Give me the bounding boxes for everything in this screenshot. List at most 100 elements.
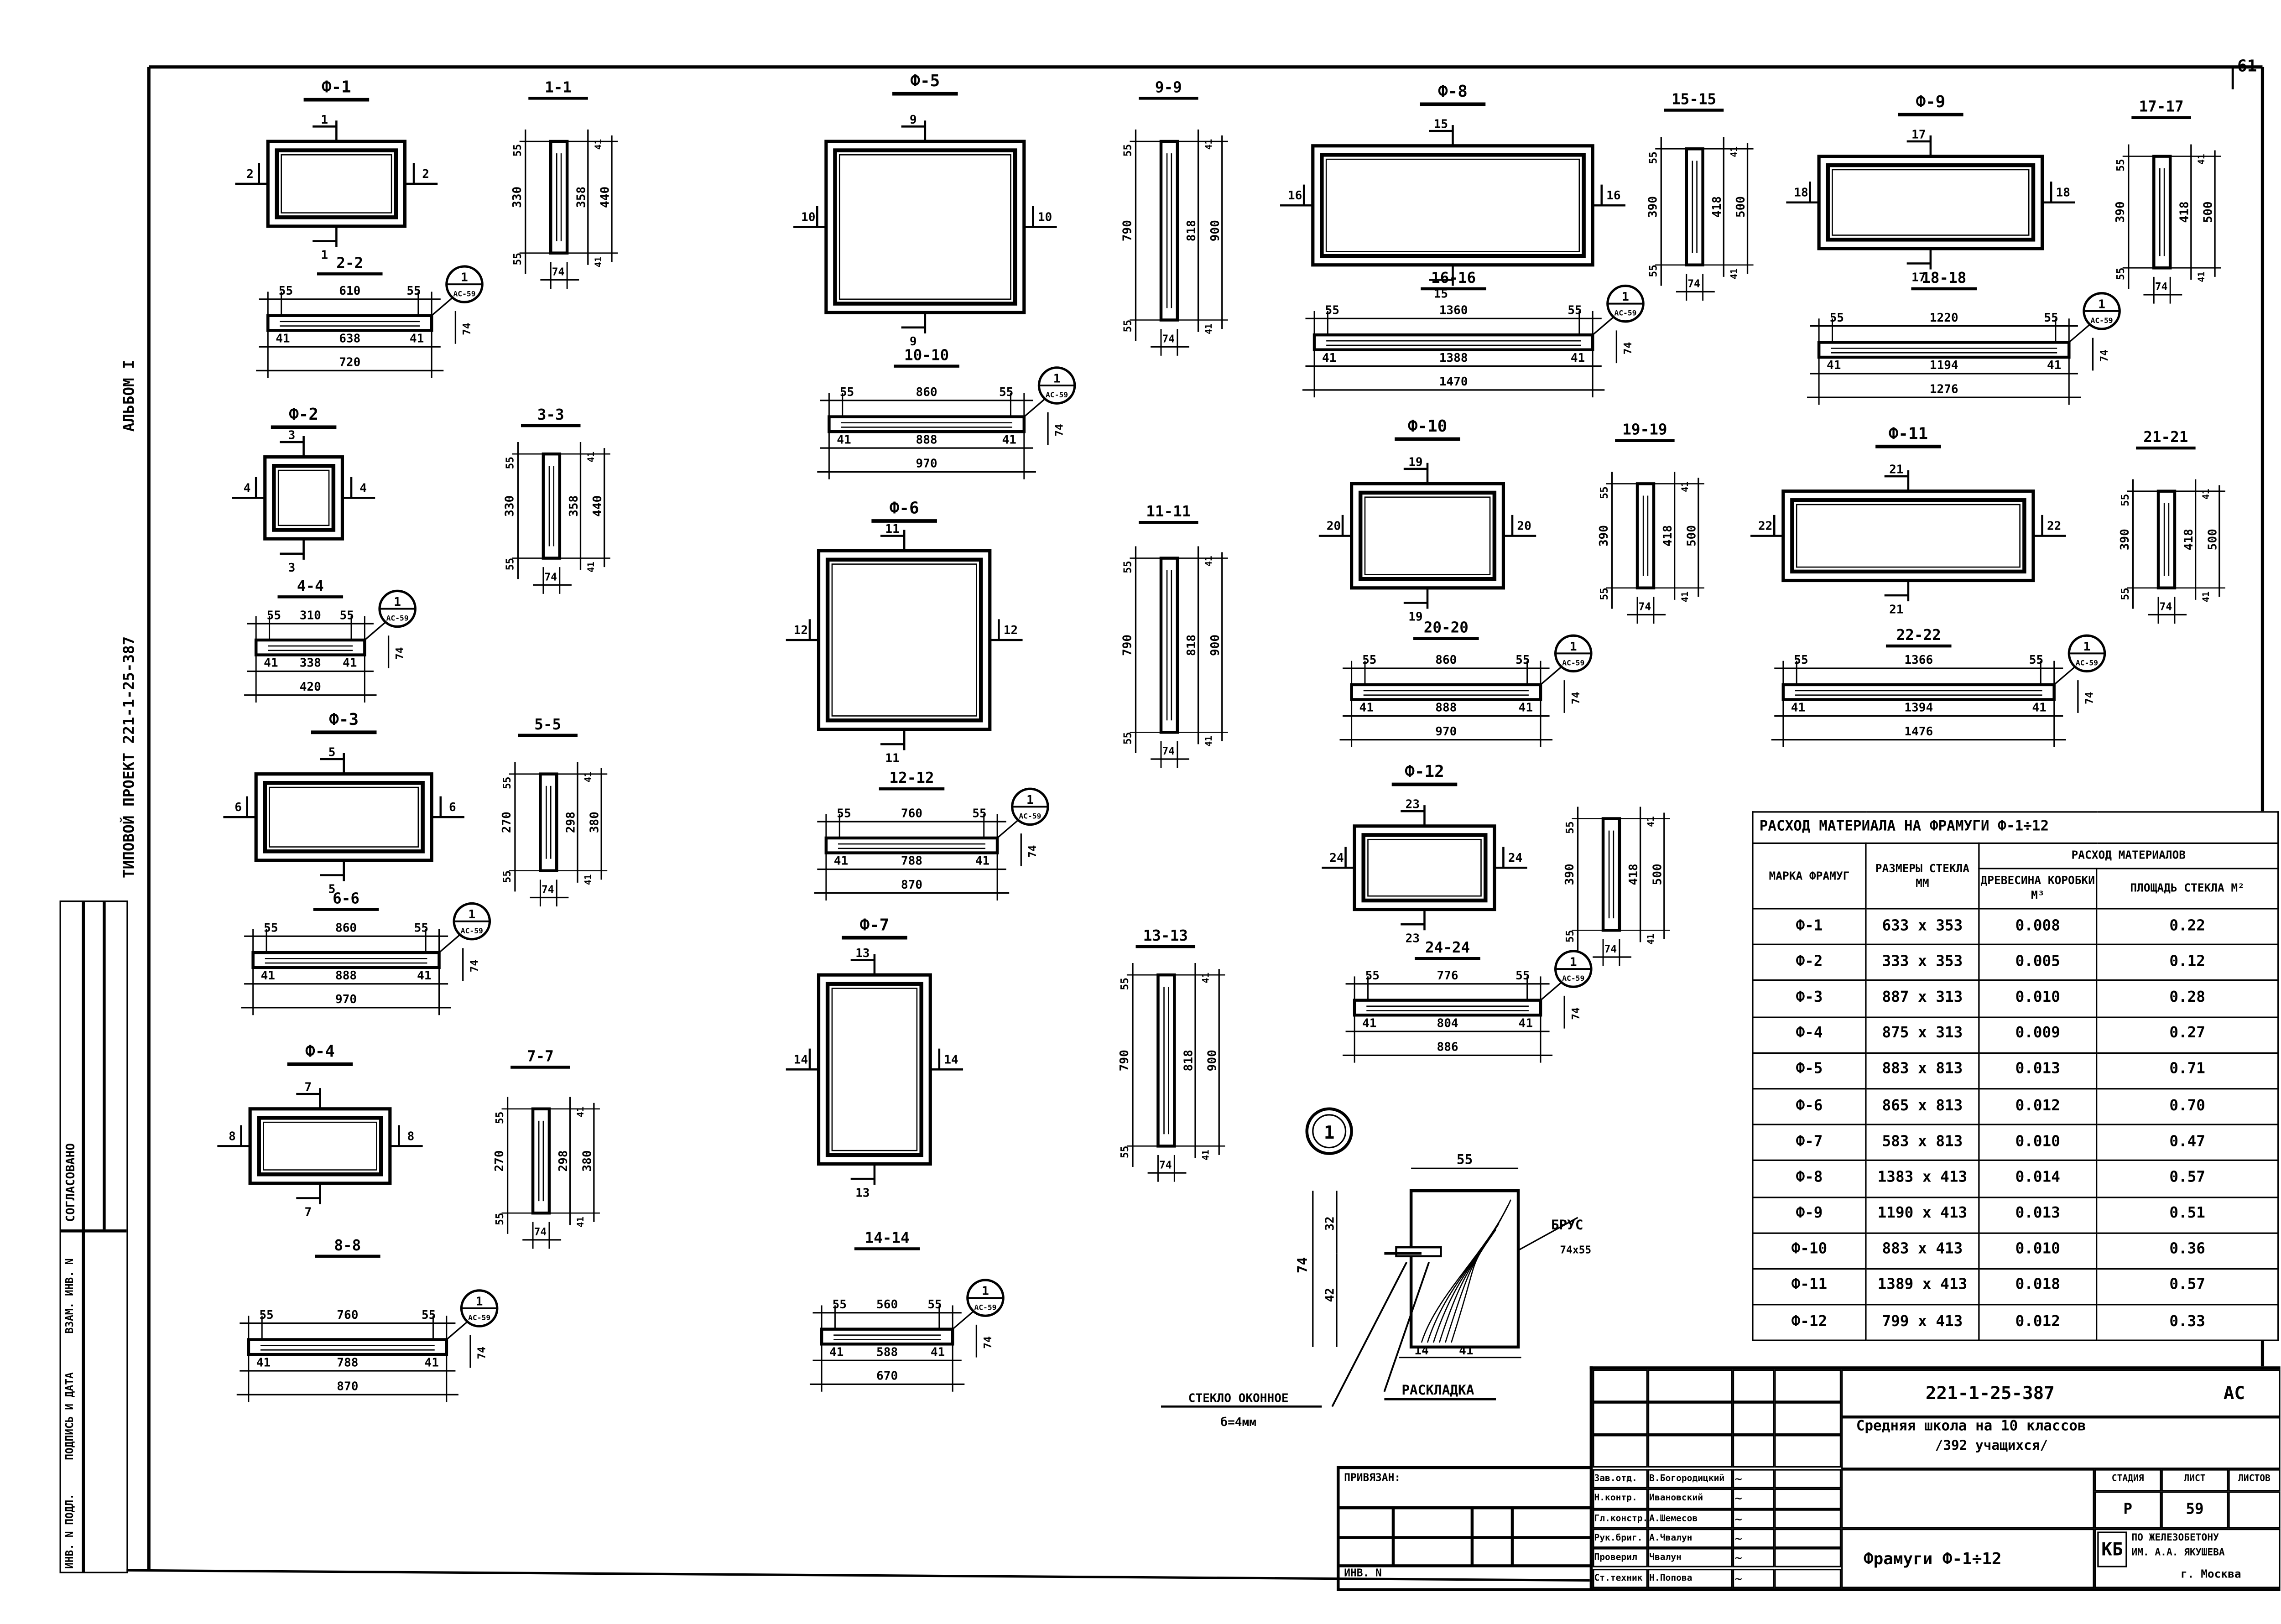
elevation-title: Ф-6 <box>890 499 919 518</box>
section-mark-right: 8 <box>407 1130 415 1143</box>
callout-sheet: АС-59 <box>1614 309 1636 318</box>
callout-number: 1 <box>394 595 401 609</box>
dim-depth: 74 <box>469 960 480 973</box>
dim-depth: 74 <box>1054 424 1066 437</box>
dim-depth: 74 <box>476 1347 488 1359</box>
date-cell <box>1774 1509 1842 1529</box>
dim-right-top: 41 <box>1729 146 1739 157</box>
glass-opening <box>1790 498 2026 574</box>
dim-right-center: 818 <box>1185 220 1198 241</box>
cell-area: 0.12 <box>2096 944 2279 982</box>
organization-city: г. Москва <box>2181 1567 2241 1581</box>
section-mark-top: 9 <box>910 113 917 127</box>
date-cell <box>1774 1568 1842 1588</box>
section-profile <box>1635 482 1656 590</box>
dim-bottom-center: 888 <box>1435 701 1457 715</box>
dim-total: 380 <box>588 812 602 833</box>
wood-grain <box>1450 1229 1497 1343</box>
cell-mark: Ф-9 <box>1752 1196 1867 1234</box>
dim-top-left: 55 <box>1794 653 1808 667</box>
dim-bottom-right: 41 <box>1571 351 1585 365</box>
dim-total: 1276 <box>1930 382 1958 396</box>
glazing-bead <box>263 1121 377 1171</box>
signature-name: А.Чвалун <box>1647 1528 1733 1548</box>
dim-depth: 74 <box>1639 601 1651 613</box>
dim-top-left: 55 <box>1362 653 1376 667</box>
section-mark-right: 14 <box>944 1053 958 1067</box>
section-mark-bottom: 13 <box>855 1186 870 1200</box>
dim-total: 870 <box>901 878 922 892</box>
dim-left-center: 790 <box>1118 1050 1131 1071</box>
dim-depth: 74 <box>534 1226 547 1238</box>
blank-cell <box>1732 1402 1775 1435</box>
dim-left-top: 55 <box>1647 151 1659 164</box>
date-cell <box>1774 1489 1842 1509</box>
dim-depth: 74 <box>1687 278 1700 290</box>
section-mark-right: 22 <box>2047 520 2061 533</box>
cell-glass-size: 1190 х 413 <box>1865 1196 1980 1234</box>
cell-glass-size: 583 х 813 <box>1865 1124 1980 1162</box>
dim-right-top: 41 <box>1680 481 1690 492</box>
section-profile <box>1312 333 1594 352</box>
dim-top-left: 55 <box>259 1308 273 1322</box>
dim-top-center: 1360 <box>1439 303 1468 317</box>
cell-area: 0.71 <box>2096 1051 2279 1090</box>
cell-area: 0.33 <box>2096 1304 2279 1342</box>
dim-top-center: 760 <box>337 1308 358 1322</box>
glazing-bead <box>831 563 977 717</box>
section-mark-top: 21 <box>1889 463 1903 477</box>
project-label: ТИПОВОЙ ПРОЕКТ 221-1-25-387 <box>122 636 139 879</box>
dim-top-right: 55 <box>1515 969 1530 983</box>
signature-role: Гл.констр. <box>1593 1509 1648 1529</box>
section-mark-top: 23 <box>1406 798 1420 812</box>
signature-role: Ст.техник <box>1593 1568 1648 1588</box>
dim-depth: 74 <box>982 1336 994 1349</box>
section-profile <box>2156 489 2177 590</box>
cell-mark: Ф-10 <box>1752 1232 1867 1270</box>
section-title: 20-20 <box>1424 619 1469 636</box>
dim-right-bottom: 41 <box>1203 736 1214 747</box>
dim-right-top: 41 <box>2201 489 2211 500</box>
section-title: 1-1 <box>545 78 572 96</box>
cell-mark: Ф-7 <box>1752 1124 1867 1162</box>
blank-cell <box>1647 1402 1733 1435</box>
dim-right-top: 41 <box>2196 154 2207 165</box>
stamp-replaced-inv: ВЗАМ. ИНВ. N <box>64 1258 76 1334</box>
dim-left-center: 790 <box>1121 635 1135 656</box>
dim-depth: 74 <box>461 323 473 335</box>
section-mark-right: 12 <box>1004 624 1018 637</box>
blank-cell <box>1732 1369 1775 1402</box>
detail-marker-ring <box>1312 1114 1347 1149</box>
cell-mark: Ф-2 <box>1752 944 1867 982</box>
dim-top-right: 55 <box>2029 653 2043 667</box>
section-mark-right: 16 <box>1606 189 1620 203</box>
dim-top-left: 55 <box>1365 969 1380 983</box>
dim-left-top: 55 <box>1599 486 1610 499</box>
dim-total: 900 <box>1208 220 1222 241</box>
dim-depth: 74 <box>552 266 565 278</box>
frame-outline <box>266 140 407 228</box>
dim-width-right: 41 <box>1459 1344 1473 1358</box>
section-mark-top: 11 <box>885 522 899 536</box>
section-title: 24-24 <box>1425 939 1470 956</box>
section-mark-bottom: 1 <box>321 249 328 262</box>
cell-wood: 0.013 <box>1978 1051 2098 1090</box>
date-cell <box>1774 1528 1842 1548</box>
dim-total: 1476 <box>1904 725 1933 739</box>
blank-cell <box>1774 1435 1842 1468</box>
elevation-title: Ф-7 <box>859 916 889 934</box>
section-mark-left: 8 <box>229 1130 236 1143</box>
dim-right-center: 298 <box>564 812 578 833</box>
glass-opening <box>275 148 398 219</box>
